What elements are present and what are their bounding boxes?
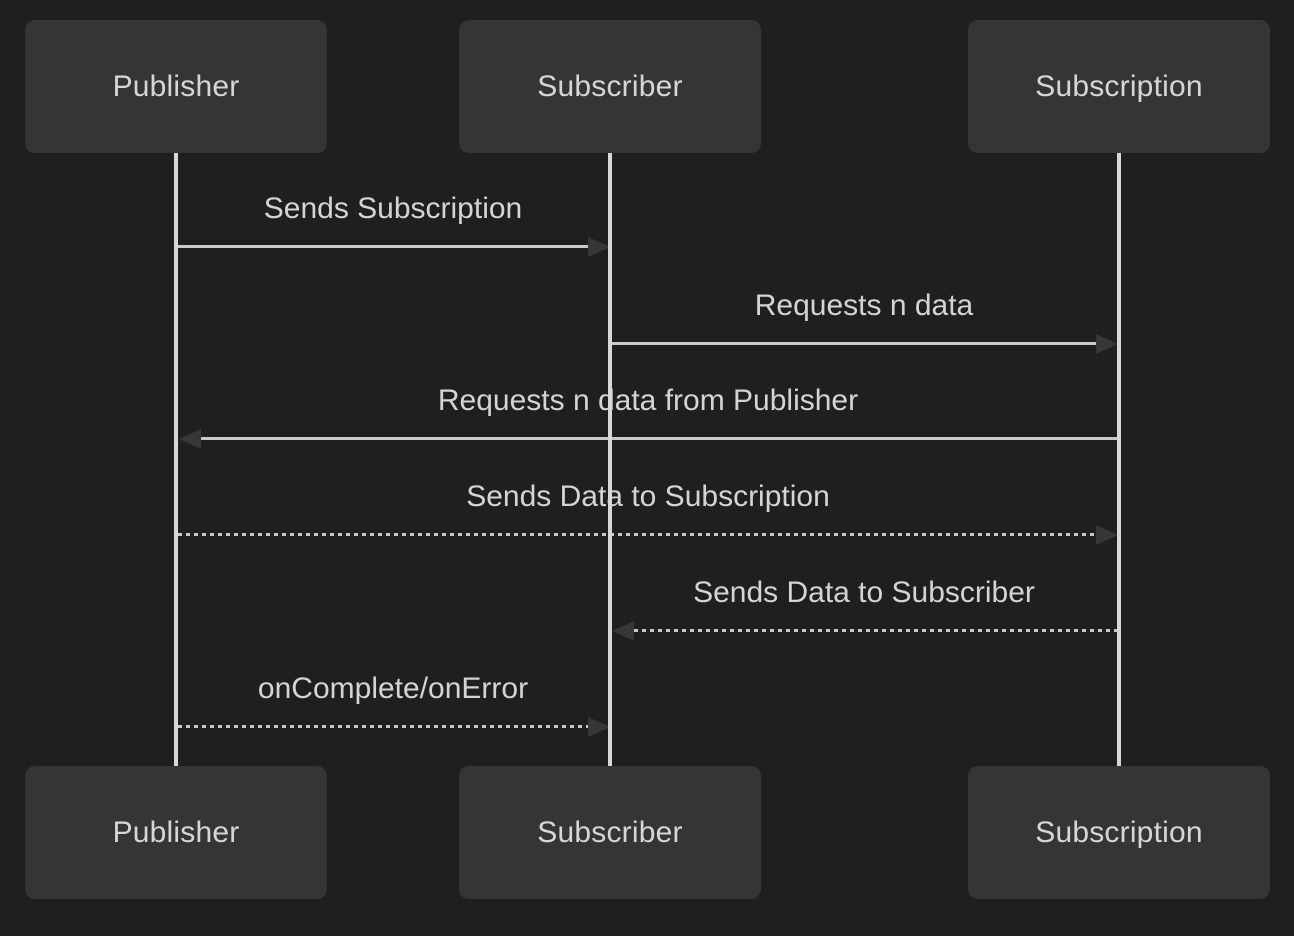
message-label: Sends Data to Subscriber — [693, 576, 1035, 609]
message-label: Sends Data to Subscription — [466, 480, 830, 513]
arrowhead-right-icon — [588, 717, 610, 737]
message-line — [634, 629, 1119, 632]
message-label: onComplete/onError — [257, 672, 529, 705]
actor-publisher-bottom: Publisher — [25, 766, 327, 899]
message-label: Requests n data from Publisher — [437, 384, 859, 417]
actor-subscriber-top: Subscriber — [459, 20, 761, 153]
arrowhead-right-icon — [588, 237, 610, 257]
arrowhead-right-icon — [1096, 525, 1118, 545]
message-line — [612, 342, 1098, 345]
arrowhead-left-icon — [612, 621, 634, 641]
lifeline-subscription — [1117, 153, 1121, 766]
actor-subscriber-bottom: Subscriber — [459, 766, 761, 899]
actor-label: Subscription — [1035, 815, 1203, 849]
actor-label: Subscriber — [537, 69, 683, 103]
message-label: Requests n data — [754, 289, 974, 322]
message-line — [178, 725, 588, 728]
lifeline-publisher — [174, 153, 178, 766]
actor-label: Subscriber — [537, 815, 683, 849]
lifeline-subscriber — [608, 153, 612, 766]
actor-label: Publisher — [112, 815, 240, 849]
actor-label: Publisher — [112, 69, 240, 103]
message-line — [178, 245, 590, 248]
actor-subscription-top: Subscription — [968, 20, 1270, 153]
message-label: Sends Subscription — [263, 192, 523, 225]
message-line — [178, 533, 1096, 536]
actor-subscription-bottom: Subscription — [968, 766, 1270, 899]
actor-publisher-top: Publisher — [25, 20, 327, 153]
message-line — [201, 437, 1119, 440]
actor-label: Subscription — [1035, 69, 1203, 103]
arrowhead-left-icon — [179, 429, 201, 449]
arrowhead-right-icon — [1096, 334, 1118, 354]
